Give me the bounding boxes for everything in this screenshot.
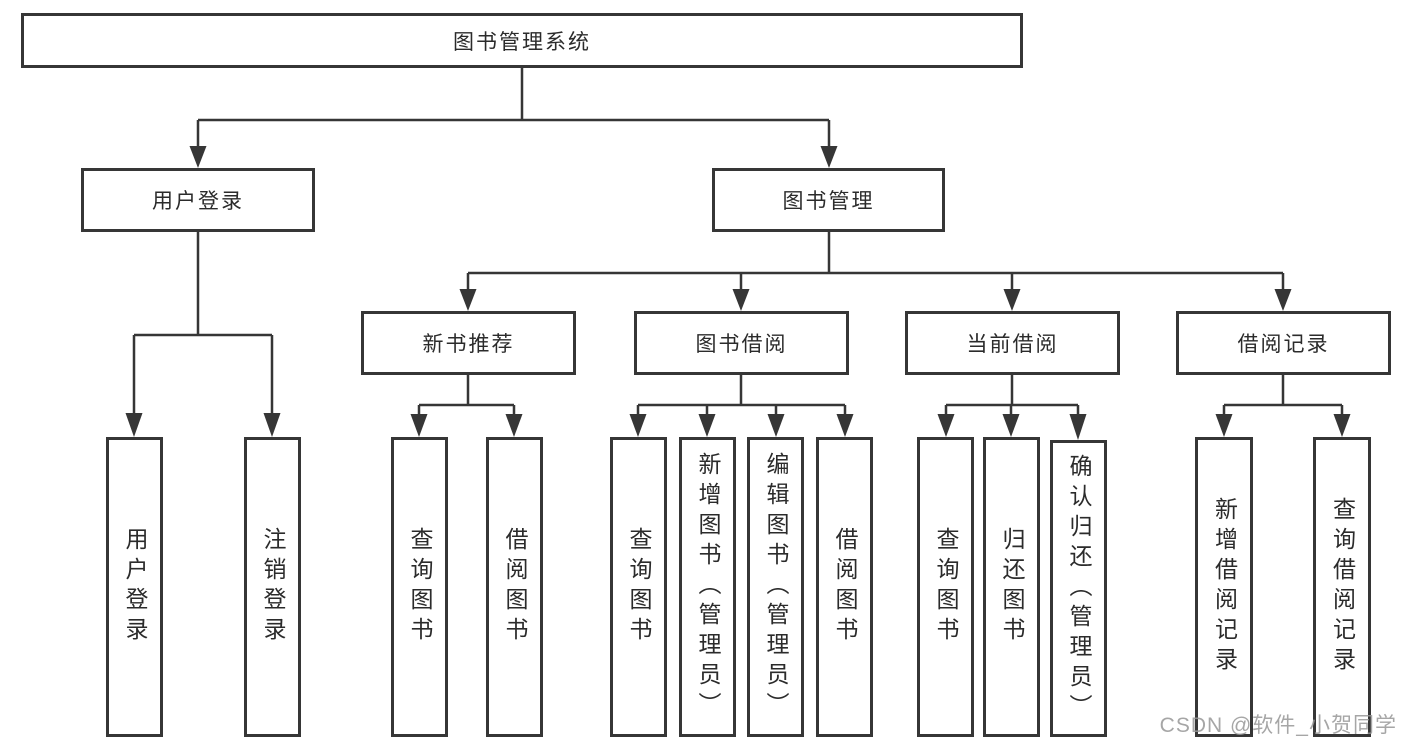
connector-bookmgmt-to-level3 — [466, 232, 1285, 290]
leaf-borrow-books-2: 借阅图书 — [816, 437, 873, 737]
node-book-management: 图书管理 — [712, 168, 945, 232]
leaf-add-book-admin: 新增图书（管理员） — [679, 437, 736, 737]
node-new-book-recommendation: 新书推荐 — [361, 311, 576, 375]
leaf-borrow-books-1: 借阅图书 — [486, 437, 543, 737]
node-library-management-system: 图书管理系统 — [21, 13, 1023, 68]
connector-newrec-branch — [417, 375, 516, 415]
node-user-login: 用户登录 — [81, 168, 315, 232]
leaf-confirm-return-admin: 确认归还（管理员） — [1050, 440, 1107, 737]
connector-root-to-level2 — [196, 68, 831, 148]
leaf-user-login: 用户登录 — [106, 437, 163, 737]
node-current-borrowing: 当前借阅 — [905, 311, 1120, 375]
leaf-query-books-2: 查询图书 — [610, 437, 667, 737]
connector-borrow-branch — [636, 375, 847, 415]
leaf-query-books-3: 查询图书 — [917, 437, 974, 737]
leaf-query-books-1: 查询图书 — [391, 437, 448, 737]
leaf-add-borrow-record: 新增借阅记录 — [1195, 437, 1253, 737]
connector-userlogin-branch — [132, 232, 274, 414]
connector-current-branch — [944, 375, 1080, 415]
node-borrowing-records: 借阅记录 — [1176, 311, 1391, 375]
leaf-return-book: 归还图书 — [983, 437, 1040, 737]
csdn-watermark: CSDN @软件_小贺同学 — [1159, 714, 1397, 737]
leaf-edit-book-admin: 编辑图书（管理员） — [747, 437, 804, 737]
leaf-logout: 注销登录 — [244, 437, 301, 737]
leaf-query-borrow-record: 查询借阅记录 — [1313, 437, 1371, 737]
connector-records-branch — [1222, 375, 1344, 415]
node-book-borrowing: 图书借阅 — [634, 311, 849, 375]
